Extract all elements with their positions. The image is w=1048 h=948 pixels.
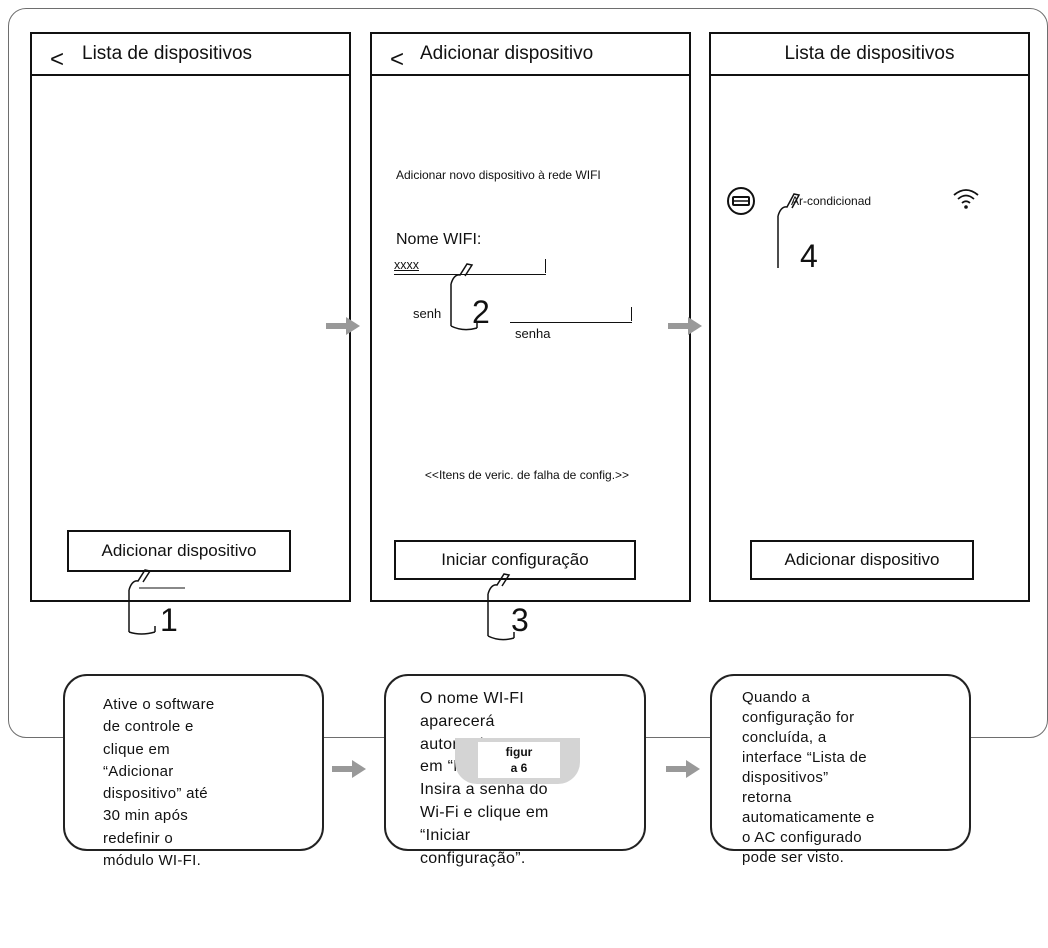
instruction-text: Adicionar novo dispositivo à rede WIFI xyxy=(396,168,601,182)
add-device-button[interactable]: Adicionar dispositivo xyxy=(67,530,291,572)
screen-header: Lista de dispositivos xyxy=(711,34,1028,76)
verification-link[interactable]: <<Itens de veric. de falha de config.>> xyxy=(424,468,630,482)
screen-title: Lista de dispositivos xyxy=(82,43,253,64)
flow-arrow-icon xyxy=(332,760,366,778)
hand-pointer-icon xyxy=(450,263,478,331)
device-list-item[interactable]: Ar-condicionad xyxy=(791,194,872,208)
password-label: senh xyxy=(413,306,442,321)
screen-add-device: < Adicionar dispositivo Adicionar novo d… xyxy=(370,32,691,602)
field-end-mark xyxy=(630,307,632,321)
step-number-2: 2 xyxy=(472,294,490,330)
flow-arrow-icon xyxy=(326,317,360,335)
back-icon[interactable]: < xyxy=(390,46,405,73)
password-field[interactable] xyxy=(510,304,632,323)
hand-pointer-icon xyxy=(487,573,515,641)
figure-caption: figur a 6 xyxy=(478,742,560,778)
wifi-name-value: xxxx xyxy=(394,258,419,272)
step-number-1: 1 xyxy=(160,602,178,638)
flow-arrow-icon xyxy=(666,760,700,778)
screen-device-list-empty: < Lista de dispositivos Adicionar dispos… xyxy=(30,32,351,602)
step-number-4: 4 xyxy=(800,238,818,274)
password-placeholder: senha xyxy=(515,326,551,341)
ac-unit-icon xyxy=(725,185,757,217)
screen-header: < Lista de dispositivos xyxy=(32,34,349,76)
step-description-2: O nome WI-FI aparecerá automaticamente e… xyxy=(384,674,646,867)
wifi-signal-icon xyxy=(951,184,981,212)
add-device-button[interactable]: Adicionar dispositivo xyxy=(750,540,974,580)
step-number-3: 3 xyxy=(511,602,529,638)
screen-header: < Adicionar dispositivo xyxy=(372,34,689,76)
description-text: Quando a configuração for concluída, a i… xyxy=(742,689,875,866)
wifi-name-field[interactable]: xxxx xyxy=(394,256,546,275)
screen-title: Adicionar dispositivo xyxy=(420,43,594,64)
field-end-mark xyxy=(544,259,546,273)
screen-device-list-configured: Lista de dispositivos Ar-condicionad Adi… xyxy=(709,32,1030,602)
flow-arrow-icon xyxy=(668,317,702,335)
hand-pointer-icon xyxy=(128,569,185,635)
start-configuration-button[interactable]: Iniciar configuração xyxy=(394,540,636,580)
description-text: Ative o software de controle e clique em… xyxy=(103,696,215,870)
step-description-3: Quando a configuração for concluída, a i… xyxy=(710,674,971,866)
wifi-name-label: Nome WIFI: xyxy=(396,231,482,248)
hand-pointer-icon xyxy=(777,193,801,268)
back-icon[interactable]: < xyxy=(50,46,65,73)
screen-title: Lista de dispositivos xyxy=(784,43,955,64)
step-description-1: Ative o software de controle e clique em… xyxy=(63,674,324,869)
